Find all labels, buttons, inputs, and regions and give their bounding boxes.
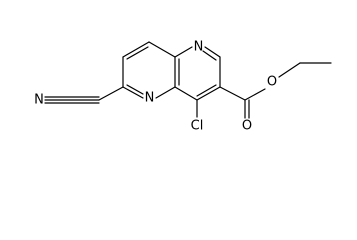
atom-cl-label: Cl [191,119,204,134]
bond-c8a-n1 [174,46,193,58]
atom-n5-label: N [145,91,155,106]
bond-n5-c4a [155,86,176,99]
bond-c3-carbonyl-carbon [219,86,246,101]
bond-c3-c4 [196,86,221,101]
bond-c4-c4a [174,86,198,101]
bond-ether-o-ch2 [278,62,301,78]
bond-c8-c7-inner [126,46,149,60]
bond-c6-cn-carbon [98,86,124,101]
atom-nitrile-n-label: N [34,93,44,108]
bond-c8a-c8 [148,41,176,58]
atom-labels: N N N Cl O O [34,40,277,134]
ethyl-4-chloro-6-cyano-1-5-naphthyridine-3-carboxylate-structure: N N N Cl O O [34,40,332,134]
atom-n1-label: N [194,40,204,55]
bond-c8-c7 [122,41,150,58]
bonds [44,41,332,119]
bond-n1-c2-inner [202,50,217,61]
atom-ether-o-label: O [267,75,277,90]
bond-c6-n5 [122,86,144,99]
atom-carbonyl-o-label: O [242,119,252,134]
bond-n1-c2 [204,46,221,58]
bond-c6-n5-inner [126,84,144,95]
bond-c3-c4-inner [196,84,217,97]
bond-carbonyl-carbon-ether-o [244,88,266,101]
